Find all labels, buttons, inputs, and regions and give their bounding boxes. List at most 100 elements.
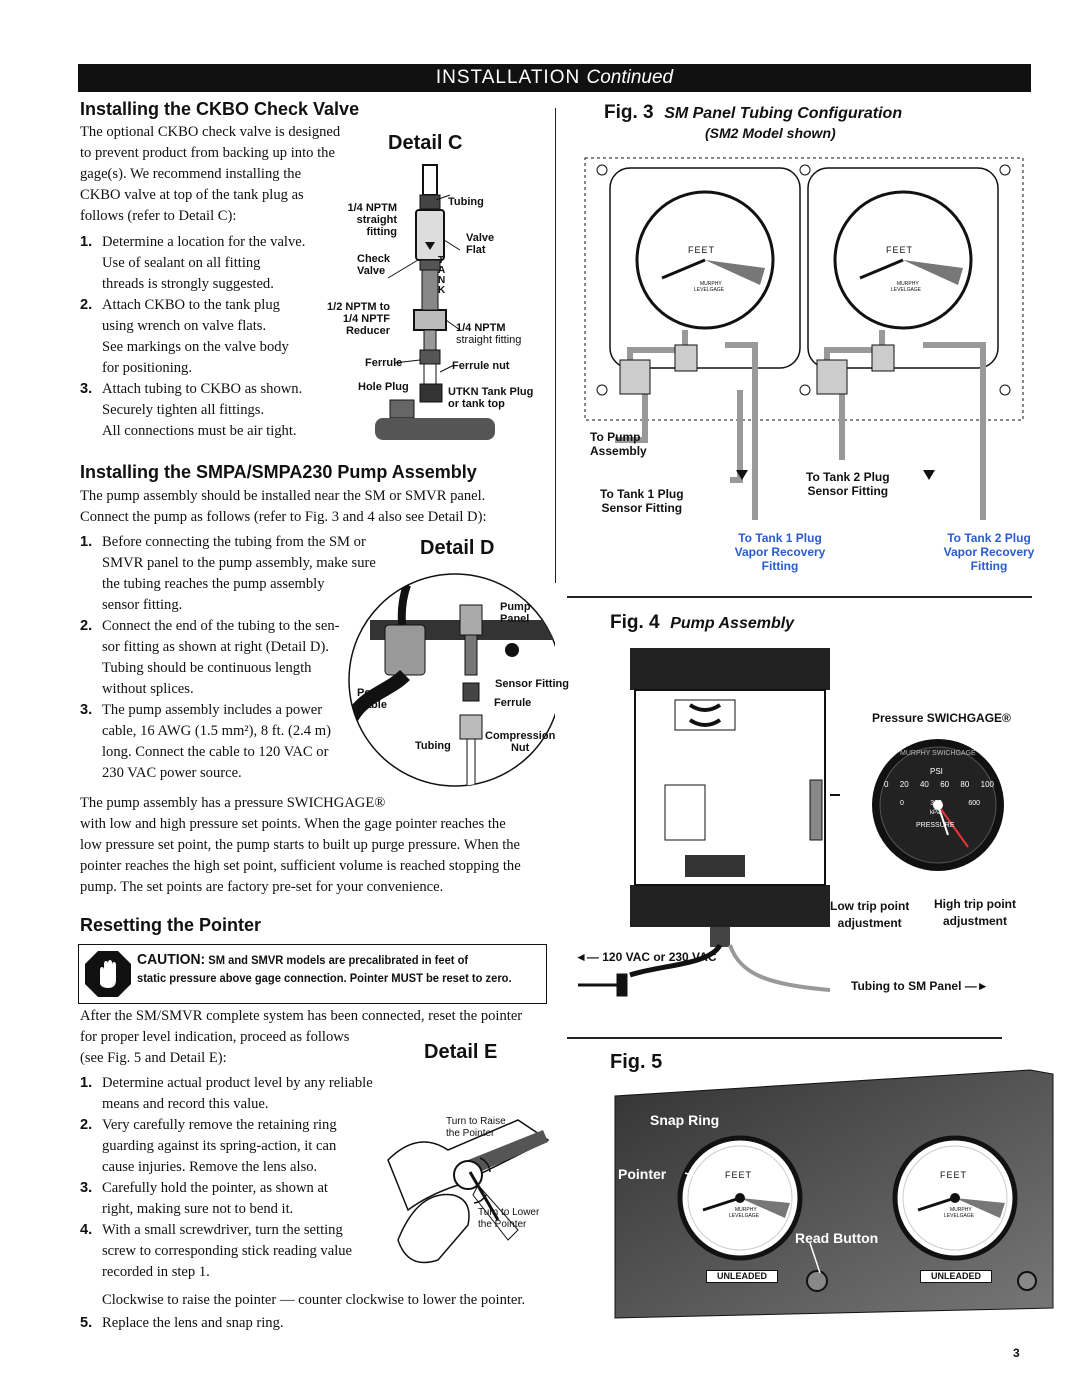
smpa-after-line: The pump assembly has a pressure SWICHGA… xyxy=(80,795,386,811)
detail-d-diagram xyxy=(348,573,555,787)
fig5-gauge2-model: LEVELGAGE xyxy=(944,1213,975,1219)
fig3-to-pump: To Pump Assembly xyxy=(590,430,647,458)
detail-c-label-nptm2: 1/4 NPTM straight fitting xyxy=(456,322,521,346)
label-line: Fitting xyxy=(761,559,799,573)
fig3-gauge-housing-1 xyxy=(609,167,801,369)
fig4-label: Fig. 4 xyxy=(610,612,660,633)
reset-clockwise-note: Clockwise to raise the pointer — counter… xyxy=(102,1292,526,1308)
label-line: straight xyxy=(356,214,397,226)
step-line: cause injuries. Remove the lens also. xyxy=(102,1159,318,1175)
detail-c-label-ferrule-nut: Ferrule nut xyxy=(452,360,510,372)
fig4-high-trip: High trip point adjustment xyxy=(934,896,1016,930)
gauge-tick: 0 xyxy=(884,780,889,789)
fig3-tank1-vapor: To Tank 1 Plug Vapor Recovery Fitting xyxy=(715,531,845,573)
step-number: 1. xyxy=(80,534,93,550)
step-number: 2. xyxy=(80,1117,93,1133)
step-line: Before connecting the tubing from the SM… xyxy=(102,534,366,550)
smpa-after-line: with low and high pressure set points. W… xyxy=(80,816,506,832)
detail-c-label-hole-plug: Hole Plug xyxy=(358,381,409,393)
step-line: The pump assembly includes a power xyxy=(102,702,323,718)
step-line: See markings on the valve body xyxy=(102,339,289,355)
detail-d-label-compression: Compression Nut xyxy=(485,730,555,754)
caution-box: CAUTION: SM and SMVR models are precalib… xyxy=(78,944,547,1004)
gauge-tick: 20 xyxy=(899,780,909,789)
detail-d-label-sensor-fitting: Sensor Fitting xyxy=(495,678,569,690)
fig5-panel xyxy=(614,1069,1054,1319)
fig3-gauge1-feet: FEET xyxy=(688,245,716,255)
fig4-vac-text: 120 VAC or 230 VAC xyxy=(602,950,717,964)
fig5-gauge1-model: LEVELGAGE xyxy=(729,1213,760,1219)
label-line: 1/4 NPTM xyxy=(347,202,397,214)
label-line: Valve xyxy=(466,232,495,244)
label-line: Turn to Lower xyxy=(478,1207,540,1218)
fig5-gauge2-feet: FEET xyxy=(940,1170,968,1180)
reset-intro-line: (see Fig. 5 and Detail E): xyxy=(80,1050,227,1066)
reset-steps: 1. Determine actual product level by any… xyxy=(80,1073,410,1283)
ckbo-step-3: 3. Attach tubing to CKBO as shown. Secur… xyxy=(80,379,320,442)
label-line: Nut xyxy=(510,742,530,754)
fig4-pump-diagram xyxy=(578,648,840,997)
reset-intro: After the SM/SMVR complete system has be… xyxy=(80,1006,550,1069)
reset-heading: Resetting the Pointer xyxy=(80,915,262,935)
detail-d-label-pump-panel: Pump Panel xyxy=(500,601,531,625)
step-line: Determine actual product level by any re… xyxy=(102,1075,373,1091)
label-line: To Tank 2 Plug xyxy=(947,531,1031,545)
detail-d-title: Detail D xyxy=(420,537,495,559)
gauge-tick: 300 xyxy=(930,800,942,807)
step-line: Attach CKBO to the tank plug xyxy=(102,297,280,313)
label-line: Check xyxy=(357,253,391,265)
detail-e-label-lower: Turn to Lower the Pointer xyxy=(478,1207,539,1231)
smpa-step-2: 2. Connect the end of the tubing to the … xyxy=(80,616,400,700)
label-line: Fitting xyxy=(970,559,1008,573)
step-line: long. Connect the cable to 120 VAC or xyxy=(102,744,329,760)
page-number: 3 xyxy=(1013,1346,1020,1360)
fig4-vac: ◄— 120 VAC or 230 VAC xyxy=(575,950,717,964)
detail-d-label-power-cable: Power Cable xyxy=(357,687,390,711)
gauge-tick: 60 xyxy=(940,780,950,789)
label-line: Compression xyxy=(485,730,556,742)
fig4-heading: Fig. 4 Pump Assembly xyxy=(610,612,794,634)
fig4-gauge-psi: PSI xyxy=(930,767,943,776)
step-line: Determine a location for the valve. xyxy=(102,234,306,250)
smpa-intro: The pump assembly should be installed ne… xyxy=(80,486,550,528)
smpa-after: The pump assembly has a pressure SWICHGA… xyxy=(80,793,550,898)
label-line: Sensor Fitting xyxy=(601,501,683,515)
label-line: Valve xyxy=(357,265,386,277)
banner-continued: Continued xyxy=(586,67,674,88)
ckbo-intro-line: The optional CKBO check valve is designe… xyxy=(80,124,341,140)
gauge-tick: 100 xyxy=(980,780,994,789)
smpa-intro-line: The pump assembly should be installed ne… xyxy=(80,488,486,504)
label-char: A xyxy=(438,265,446,276)
detail-c-diagram xyxy=(375,164,495,440)
reset-intro-line: for proper level indication, proceed as … xyxy=(80,1029,350,1045)
ckbo-intro: The optional CKBO check valve is designe… xyxy=(80,122,360,227)
step-line: cable, 16 AWG (1.5 mm²), 8 ft. (2.4 m) xyxy=(102,723,331,739)
step-number: 3. xyxy=(80,1180,93,1196)
step-line: the tubing reaches the pump assembly xyxy=(102,576,325,592)
label-char: K xyxy=(438,285,446,296)
caution-text: CAUTION: SM and SMVR models are precalib… xyxy=(137,951,546,987)
ckbo-intro-line: CKBO valve at top of the tank plug as xyxy=(80,187,304,203)
section-banner: INSTALLATION Continued xyxy=(78,64,1031,92)
fig5-snap-ring: Snap Ring xyxy=(650,1112,720,1128)
label-line: Power xyxy=(357,687,391,699)
reset-intro-line: After the SM/SMVR complete system has be… xyxy=(80,1008,523,1024)
label-line: Vapor Recovery xyxy=(943,545,1035,559)
label-line: UTKN Tank Plug xyxy=(448,386,534,398)
label-line: Turn to Raise xyxy=(446,1116,506,1127)
fig4-tubing-text: Tubing to SM Panel xyxy=(851,979,962,993)
fig3-subtitle: (SM2 Model shown) xyxy=(705,125,836,141)
detail-c-label-reducer: 1/2 NPTM to 1/4 NPTF Reducer xyxy=(320,301,390,337)
smpa-steps: 1. Before connecting the tubing from the… xyxy=(80,532,400,784)
detail-e-label-raise: Turn to Raise the Pointer xyxy=(446,1116,506,1140)
label-line: the Pointer xyxy=(478,1219,527,1230)
column-divider xyxy=(555,108,556,583)
step-line: Tubing should be continuous length xyxy=(102,660,312,676)
fig4-low-trip: Low trip point adjustment xyxy=(830,898,909,932)
fig5-gauge1-feet: FEET xyxy=(725,1170,753,1180)
fig3-title: SM Panel Tubing Configuration xyxy=(664,105,903,122)
label-line: Assembly xyxy=(590,444,647,458)
step-line: With a small screwdriver, turn the setti… xyxy=(102,1222,343,1238)
step-number: 1. xyxy=(80,1075,93,1091)
step-line: screw to corresponding stick reading val… xyxy=(102,1243,353,1259)
